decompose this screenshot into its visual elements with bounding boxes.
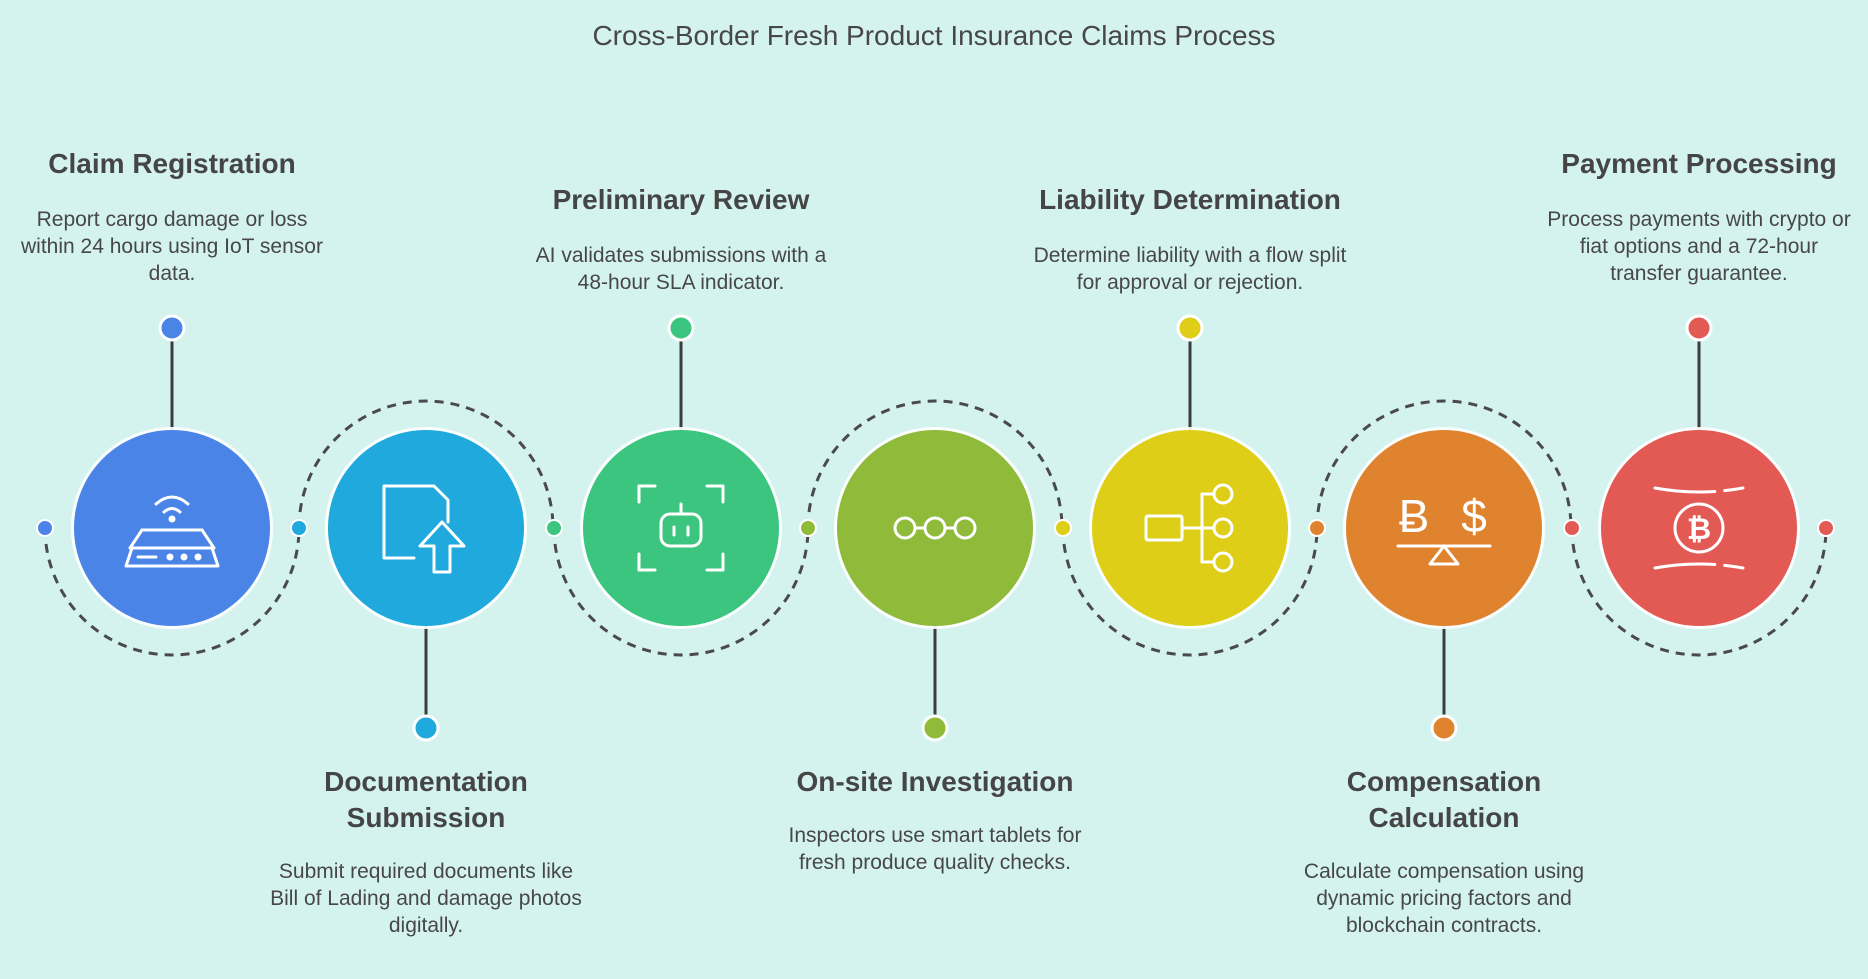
- step-title: Documentation Submission: [324, 766, 528, 833]
- crypto-fiat-balance-icon: Ƀ$: [1396, 490, 1492, 566]
- junction-dot: [36, 519, 54, 537]
- step-node: [834, 427, 1036, 629]
- svg-text:₿: ₿: [1687, 513, 1711, 546]
- dashed-arc: [806, 399, 1064, 529]
- workflow-nodes-icon: [893, 516, 977, 540]
- connector-dot: [921, 714, 949, 742]
- connector-dot: [1685, 314, 1713, 342]
- dashed-arc: [552, 527, 810, 657]
- step-description: Inspectors use smart tablets for fresh p…: [788, 824, 1082, 874]
- step-circle: [74, 430, 270, 626]
- step-title: Liability Determination: [1039, 184, 1341, 215]
- flow-split-icon: [1144, 483, 1234, 573]
- step-title: Claim Registration: [48, 148, 296, 179]
- svg-text:$: $: [1461, 490, 1487, 542]
- step-description: Report cargo damage or loss within 24 ho…: [21, 208, 323, 285]
- document-upload-icon: [382, 484, 466, 574]
- junction-dot: [545, 519, 563, 537]
- step-circle: [1601, 430, 1797, 626]
- bitcoin-coin-icon: ₿: [1653, 486, 1745, 570]
- junction-dot: [1054, 519, 1072, 537]
- step-circle: [837, 430, 1033, 626]
- step-description: Determine liability with a flow split fo…: [1033, 244, 1347, 294]
- connector-dot: [412, 714, 440, 742]
- svg-text:Ƀ: Ƀ: [1399, 490, 1430, 542]
- connector-dot: [1430, 714, 1458, 742]
- connector-dot: [1176, 314, 1204, 342]
- junction-dot: [290, 519, 308, 537]
- dashed-arc: [43, 527, 301, 657]
- router-wifi-icon: [124, 495, 220, 568]
- step-node: [71, 427, 273, 629]
- step-node: [580, 427, 782, 629]
- diagram-title: Cross-Border Fresh Product Insurance Cla…: [592, 20, 1276, 51]
- dashed-arc: [1315, 399, 1573, 529]
- step-title: Preliminary Review: [552, 184, 810, 215]
- junction-dot: [1563, 519, 1581, 537]
- connector-dot: [158, 314, 186, 342]
- step-node: ₿: [1598, 427, 1800, 629]
- step-description: Calculate compensation using dynamic pri…: [1303, 860, 1585, 937]
- dashed-arc: [1570, 527, 1828, 657]
- step-title: On-site Investigation: [796, 766, 1074, 797]
- step-description: Submit required documents like Bill of L…: [270, 860, 582, 937]
- junction-dot: [1308, 519, 1326, 537]
- junction-dot: [1817, 519, 1835, 537]
- connector-dot: [667, 314, 695, 342]
- step-circle: [583, 430, 779, 626]
- step-node: Ƀ$: [1343, 427, 1545, 629]
- step-title: Compensation Calculation: [1346, 766, 1542, 833]
- step-node: [1089, 427, 1291, 629]
- dashed-arc: [1061, 527, 1319, 657]
- dashed-arc: [297, 399, 555, 529]
- step-description: Process payments with crypto or fiat opt…: [1547, 208, 1851, 285]
- junction-dot: [799, 519, 817, 537]
- step-circle: [1346, 430, 1542, 626]
- ai-bot-scan-icon: [637, 484, 725, 572]
- step-description: AI validates submissions with a 48-hour …: [535, 244, 827, 294]
- step-circle: [328, 430, 524, 626]
- step-title: Payment Processing: [1561, 148, 1837, 179]
- step-node: [325, 427, 527, 629]
